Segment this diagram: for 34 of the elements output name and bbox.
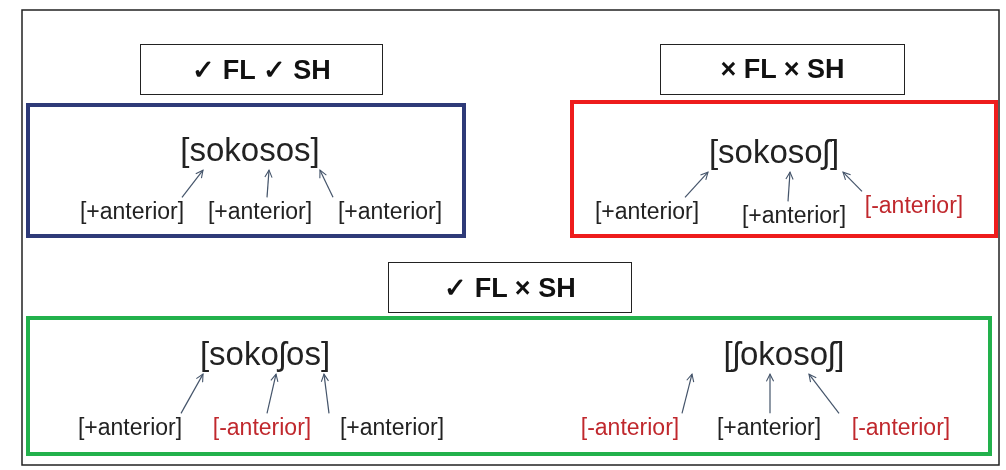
transcription-text: [sokosoʃ] [708,133,840,171]
panel [570,100,998,238]
feature-label: [-anterior] [212,415,312,441]
header-box: ✓ FL × SH [388,262,632,313]
arrow [320,373,330,414]
arrow [181,169,204,198]
arrow [765,373,775,414]
panel [26,103,466,238]
feature-label: [-anterior] [580,415,680,441]
arrow [842,171,863,192]
arrow [266,373,279,414]
panel [26,316,992,456]
arrow [319,169,334,198]
feature-label: [+anterior] [207,199,313,225]
arrow [681,373,695,414]
transcription-text: [sokoʃos] [199,335,331,373]
header-box: × FL × SH [660,44,905,95]
feature-label: [+anterior] [79,199,185,225]
arrow [684,171,709,198]
feature-label: [+anterior] [594,199,700,225]
arrow [785,171,794,202]
feature-label: [+anterior] [337,199,443,225]
feature-label: [-anterior] [864,193,964,219]
feature-label: [-anterior] [851,415,951,441]
feature-label: [+anterior] [339,415,445,441]
arrow [180,373,204,414]
arrow [808,373,840,414]
transcription-text: [ʃokosoʃ] [723,335,845,373]
feature-label: [+anterior] [77,415,183,441]
feature-label: [+anterior] [716,415,822,441]
header-box: ✓ FL ✓ SH [140,44,383,95]
arrow [264,169,273,198]
transcription-text: [sokosos] [180,131,320,169]
feature-label: [+anterior] [741,203,847,229]
